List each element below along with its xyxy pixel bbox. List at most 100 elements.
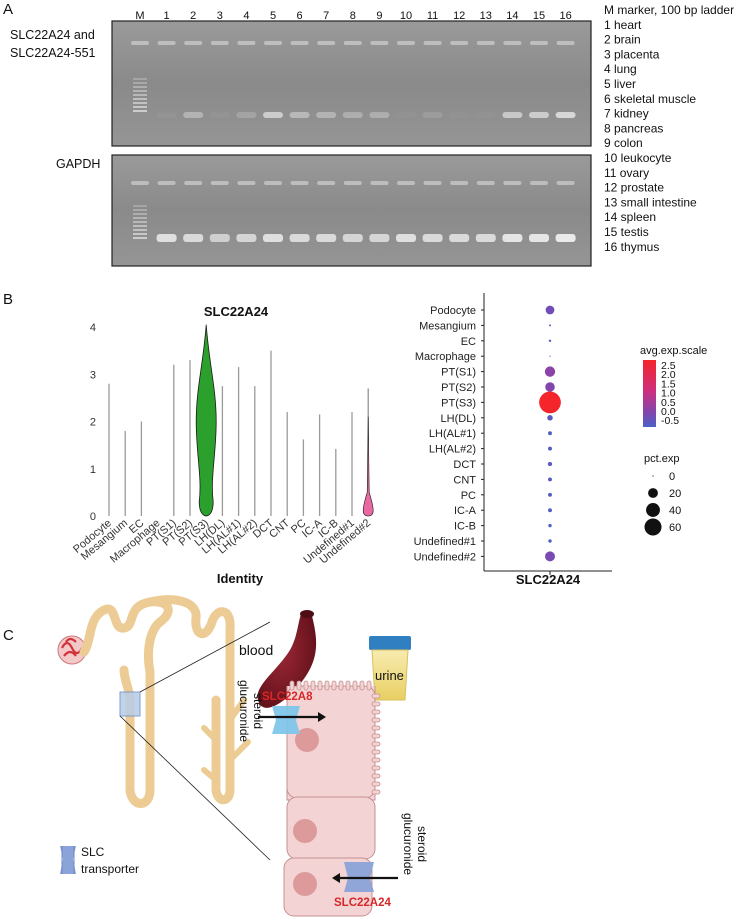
slc-band bbox=[476, 112, 496, 118]
ladder-band bbox=[133, 229, 147, 231]
well bbox=[370, 41, 389, 45]
ladder-band bbox=[133, 221, 147, 223]
slc-band bbox=[502, 112, 523, 118]
slc-band bbox=[209, 112, 230, 118]
lane-label: 14 bbox=[506, 10, 518, 22]
well bbox=[450, 181, 469, 185]
dot-row-label: PT(S2) bbox=[441, 382, 476, 394]
nephron-tubule-icon bbox=[79, 595, 235, 808]
dot-row-label: LH(AL#2) bbox=[429, 444, 476, 456]
gapdh-band bbox=[529, 234, 549, 242]
dot-mark bbox=[548, 339, 552, 343]
size-tick-label: 60 bbox=[669, 522, 681, 534]
gapdh-band bbox=[209, 234, 230, 242]
gapdh-label: GAPDH bbox=[56, 157, 100, 171]
slc-band bbox=[183, 112, 204, 118]
dot-row-label: PC bbox=[461, 490, 476, 502]
color-tick-label: 0.5 bbox=[661, 397, 676, 409]
lane-label: 12 bbox=[453, 10, 465, 22]
lane-label: 16 bbox=[559, 10, 571, 22]
color-tick-label: 2.0 bbox=[661, 369, 676, 381]
slc-band bbox=[156, 112, 177, 118]
tissue-legend-item: 2 brain bbox=[604, 33, 641, 47]
well bbox=[237, 181, 256, 185]
microvillus bbox=[345, 680, 351, 691]
microvillus bbox=[289, 680, 295, 691]
ladder-band bbox=[133, 237, 147, 239]
gel-gapdh bbox=[111, 154, 592, 267]
microvillus bbox=[371, 789, 381, 795]
slc22a8-arrowhead bbox=[318, 712, 326, 722]
microvillus bbox=[317, 680, 323, 691]
color-legend-bar bbox=[643, 360, 656, 427]
well bbox=[556, 41, 575, 45]
dot-row-label: Mesangium bbox=[419, 320, 476, 332]
dot-mark bbox=[549, 355, 551, 357]
glucuronide-left-label: glucuronide bbox=[237, 680, 251, 742]
dot-mark bbox=[539, 391, 561, 414]
slc-band bbox=[449, 112, 469, 118]
lane-label: 4 bbox=[243, 10, 249, 22]
gel-bands bbox=[131, 41, 576, 242]
lane-label: 3 bbox=[217, 10, 223, 22]
violin-x-title: Identity bbox=[217, 571, 264, 586]
gapdh-band bbox=[156, 234, 177, 242]
microvillus bbox=[296, 680, 302, 691]
ladder-band bbox=[133, 98, 147, 100]
gapdh-band bbox=[502, 234, 523, 242]
well bbox=[450, 41, 469, 45]
tissue-legend-item: 15 testis bbox=[604, 225, 649, 239]
gapdh-band bbox=[316, 234, 337, 242]
tissue-legend-item: 3 placenta bbox=[604, 47, 660, 61]
lane-label: 2 bbox=[190, 10, 196, 22]
gapdh-band bbox=[342, 234, 363, 242]
well bbox=[476, 41, 495, 45]
well bbox=[264, 181, 282, 185]
gapdh-band bbox=[475, 234, 496, 242]
well bbox=[503, 181, 522, 185]
dot-mark bbox=[548, 431, 552, 436]
lane-label: M bbox=[135, 10, 144, 22]
well bbox=[184, 41, 203, 45]
well bbox=[157, 41, 176, 45]
tissue-legend-item: 6 skeletal muscle bbox=[604, 92, 696, 106]
dot-mark bbox=[548, 477, 552, 482]
well bbox=[264, 41, 282, 45]
microvillus bbox=[371, 701, 381, 707]
ladder-band bbox=[133, 205, 147, 207]
slc-band bbox=[396, 112, 416, 118]
tissue-legend-item: 10 leukocyte bbox=[604, 151, 672, 165]
slc-band bbox=[263, 112, 283, 118]
well bbox=[210, 41, 229, 45]
microvillus bbox=[371, 773, 381, 779]
lane-label: 6 bbox=[297, 10, 303, 22]
y-tick-label: 4 bbox=[90, 322, 96, 334]
tissue-legend-item: 11 ovary bbox=[604, 166, 649, 180]
dot-row-label: Podocyte bbox=[430, 305, 476, 317]
glucuronide-right-label: glucuronide bbox=[401, 813, 415, 875]
lane-label: 15 bbox=[533, 10, 545, 22]
blood-vessel-icon bbox=[257, 610, 317, 708]
slc-band bbox=[342, 112, 363, 118]
microvillus bbox=[371, 709, 381, 715]
well bbox=[556, 181, 575, 185]
gapdh-band bbox=[396, 234, 416, 242]
slc-band bbox=[236, 112, 257, 118]
well bbox=[503, 41, 522, 45]
lane-label: 8 bbox=[350, 10, 356, 22]
tissue-legend-item: 1 heart bbox=[604, 18, 642, 32]
ladder-band bbox=[133, 233, 147, 235]
urine-cup-icon bbox=[369, 636, 411, 701]
violin-x-tick-labels: PodocyteMesangiumECMacrophagePT(S1)PT(S2… bbox=[71, 517, 373, 567]
well bbox=[317, 41, 336, 45]
legend-slc-line1: SLC bbox=[81, 845, 105, 859]
color-tick-label: 0.0 bbox=[661, 406, 676, 418]
size-legend-title: pct.exp bbox=[644, 453, 679, 465]
dot-mark bbox=[544, 366, 556, 377]
slc-band bbox=[316, 112, 337, 118]
well bbox=[370, 181, 389, 185]
gapdh-band bbox=[183, 234, 204, 242]
